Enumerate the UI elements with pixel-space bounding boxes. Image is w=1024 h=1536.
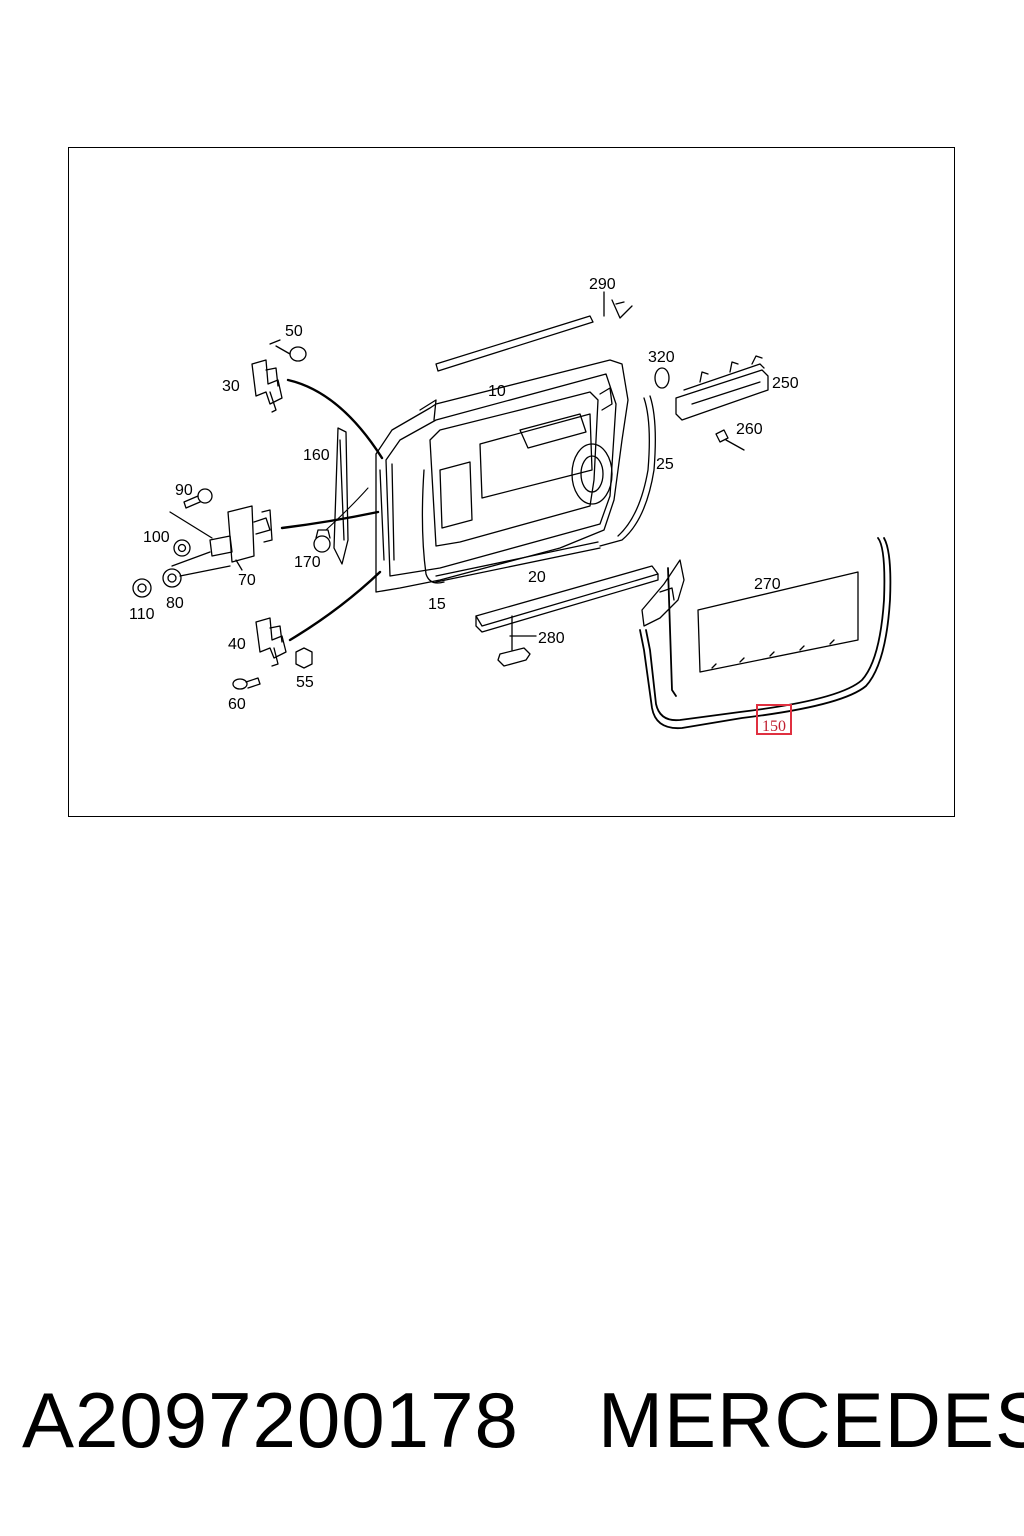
callout-60: 60: [228, 696, 246, 713]
part-50-bolt: [269, 339, 307, 362]
part-170-grommet: [313, 529, 331, 553]
callout-40: 40: [228, 636, 246, 653]
callout-55: 55: [296, 674, 314, 691]
callout-150-highlight-box: [756, 704, 792, 735]
part-270-insulation-panel: [697, 571, 859, 673]
part-320-seal: [654, 367, 670, 389]
callout-90: 90: [175, 482, 193, 499]
callout-50: 50: [285, 323, 303, 340]
callout-250: 250: [772, 375, 799, 392]
callout-280: 280: [538, 630, 565, 647]
callout-25: 25: [656, 456, 674, 473]
callout-100: 100: [143, 529, 170, 546]
part-20-rail: [475, 565, 659, 633]
part-40-lower-hinge: [255, 617, 287, 667]
part-60-bolt: [232, 677, 261, 690]
mirror-bracket: [641, 559, 685, 627]
callout-30: 30: [222, 378, 240, 395]
part-55-nut: [295, 647, 313, 669]
part-15-seal: [421, 469, 445, 584]
callout-170: 170: [294, 554, 321, 571]
callout-20: 20: [528, 569, 546, 586]
callout-70: 70: [238, 572, 256, 589]
part-100-washer: [173, 539, 191, 557]
diagram-frame: [68, 147, 955, 817]
callout-150: 150: [762, 718, 786, 735]
footer: A2097200178 MERCEDES: [0, 1370, 1024, 1470]
part-110-nut: [132, 578, 152, 598]
part-290-trim-strip: [435, 291, 633, 372]
callout-290: 290: [589, 276, 616, 293]
brand-name: MERCEDES: [598, 1376, 1024, 1464]
part-150-weatherstrip: [639, 537, 892, 730]
callout-270: 270: [754, 576, 781, 593]
part-260-screw: [715, 429, 745, 451]
part-25-seal-strip: [599, 395, 656, 547]
part-30-upper-hinge: [251, 359, 283, 413]
callout-320: 320: [648, 349, 675, 366]
part-250-handle: [675, 355, 769, 421]
part-number: A2097200178: [22, 1376, 519, 1464]
part-20-seal-on-door: [435, 541, 601, 583]
callout-260: 260: [736, 421, 763, 438]
part-80-nut: [162, 565, 231, 588]
part-70-door-check: [209, 505, 273, 571]
callout-160: 160: [303, 447, 330, 464]
callout-80: 80: [166, 595, 184, 612]
part-280-clip: [497, 615, 537, 667]
callout-10: 10: [488, 383, 506, 400]
part-160-pillar-strip: [333, 427, 349, 565]
callout-15: 15: [428, 596, 446, 613]
part-10-door-shell: [375, 359, 629, 593]
part-90-bolt: [183, 488, 213, 509]
callout-110: 110: [129, 606, 155, 623]
